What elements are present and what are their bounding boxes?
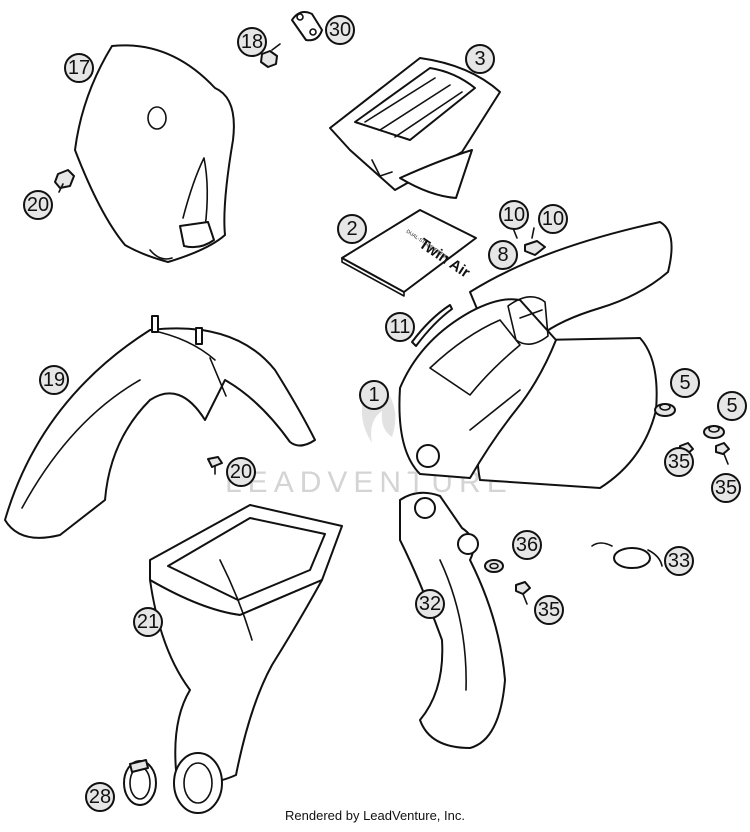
callout-20-upper-label: 20 — [27, 194, 49, 216]
callout-5-left-label: 5 — [679, 372, 690, 394]
callout-5-right: 5 — [717, 391, 747, 421]
callout-3: 3 — [465, 44, 495, 74]
callout-8: 8 — [488, 240, 518, 270]
washer-36[interactable] — [484, 559, 504, 573]
air-box-cover[interactable] — [329, 57, 501, 199]
callout-35-lower-label: 35 — [538, 599, 560, 621]
callout-35-lower: 35 — [534, 595, 564, 625]
bolt-35-right[interactable] — [715, 442, 730, 465]
callout-10-left-label: 10 — [503, 204, 525, 226]
callout-1-label: 1 — [368, 384, 379, 406]
callout-20-lower-label: 20 — [230, 461, 252, 483]
bracket-30[interactable] — [291, 11, 323, 42]
callout-11-label: 11 — [390, 316, 411, 338]
cable-tie-33[interactable] — [591, 542, 663, 569]
callout-2-label: 2 — [346, 218, 357, 240]
grommet-5-left[interactable] — [654, 403, 676, 417]
callout-19: 19 — [39, 365, 69, 395]
callout-11: 11 — [385, 312, 415, 342]
callout-18-label: 18 — [241, 31, 263, 53]
callout-1: 1 — [359, 380, 389, 410]
callout-10-right: 10 — [538, 204, 568, 234]
strip-11[interactable] — [411, 304, 453, 347]
callout-3-label: 3 — [474, 48, 485, 70]
hose-clamp[interactable] — [123, 759, 157, 806]
callout-18: 18 — [237, 27, 267, 57]
callout-5-right-label: 5 — [726, 395, 737, 417]
footer-credit: Rendered by LeadVenture, Inc. — [285, 808, 465, 823]
front-number-plate[interactable] — [74, 44, 235, 263]
callout-32-label: 32 — [419, 593, 441, 615]
callout-17-label: 17 — [68, 57, 90, 79]
side-panel[interactable] — [399, 491, 506, 749]
callout-33-label: 33 — [668, 550, 690, 572]
callout-20-lower: 20 — [226, 457, 256, 487]
callout-36-label: 36 — [516, 534, 538, 556]
callout-35-left-label: 35 — [668, 451, 690, 473]
callout-33: 33 — [664, 546, 694, 576]
bolt-20-upper[interactable] — [54, 169, 75, 193]
callout-30-label: 30 — [329, 19, 351, 41]
callout-10-left: 10 — [499, 200, 529, 230]
callout-28: 28 — [85, 782, 115, 812]
callout-19-label: 19 — [43, 369, 65, 391]
callout-35-right-label: 35 — [715, 477, 737, 499]
callout-10-right-label: 10 — [542, 208, 564, 230]
callout-21: 21 — [133, 607, 163, 637]
callout-28-label: 28 — [89, 786, 111, 808]
callout-35-left: 35 — [664, 447, 694, 477]
callout-35-right: 35 — [711, 473, 741, 503]
callout-20-upper: 20 — [23, 190, 53, 220]
callout-17: 17 — [64, 53, 94, 83]
intake-boot[interactable] — [149, 504, 343, 814]
front-fender[interactable] — [4, 315, 316, 539]
bolt-20-lower[interactable] — [207, 456, 223, 475]
rear-fender-airbox[interactable] — [398, 221, 673, 489]
bolt-18[interactable] — [260, 43, 281, 68]
grommet-5-right[interactable] — [703, 425, 725, 439]
callout-32: 32 — [415, 589, 445, 619]
callout-8-label: 8 — [497, 244, 508, 266]
pins-10-and-clip-8[interactable] — [512, 227, 546, 256]
bolt-35-lower[interactable] — [515, 581, 531, 605]
callout-2: 2 — [337, 214, 367, 244]
callout-30: 30 — [325, 15, 355, 45]
callout-21-label: 21 — [137, 611, 159, 633]
callout-36: 36 — [512, 530, 542, 560]
callout-5-left: 5 — [670, 368, 700, 398]
